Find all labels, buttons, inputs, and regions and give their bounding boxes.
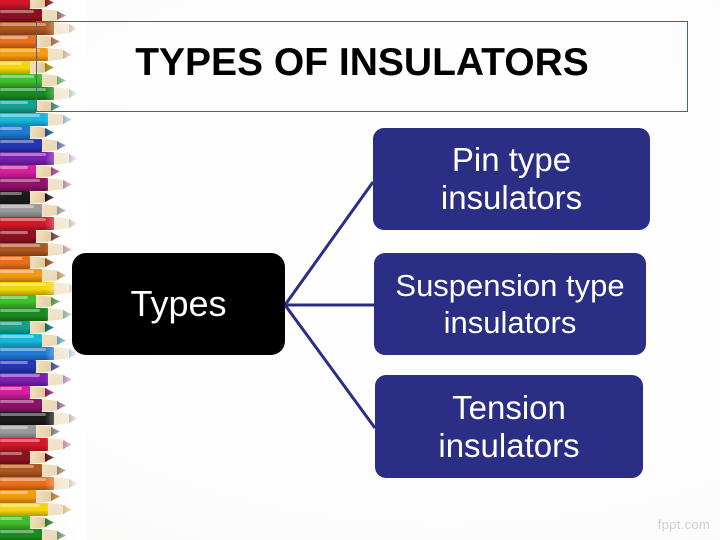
diagram-node-suspension-type-label: Suspension type insulators	[395, 268, 625, 340]
diagram-node-tension-label: Tension insulators	[438, 388, 580, 464]
diagram-node-tension[interactable]: Tension insulators	[375, 375, 643, 478]
diagram-node-pin-type-label: Pin type insulators	[440, 141, 583, 216]
title-frame	[36, 21, 688, 112]
diagram-node-suspension-type[interactable]: Suspension type insulators	[374, 253, 646, 355]
diagram-node-pin-type[interactable]: Pin type insulators	[373, 128, 650, 230]
diagram-node-types-label: Types	[130, 283, 227, 324]
diagram-node-types[interactable]: Types	[72, 253, 285, 355]
fppt-watermark: fppt.com	[657, 517, 710, 532]
page-title: TYPES OF INSULATORS	[135, 41, 589, 84]
